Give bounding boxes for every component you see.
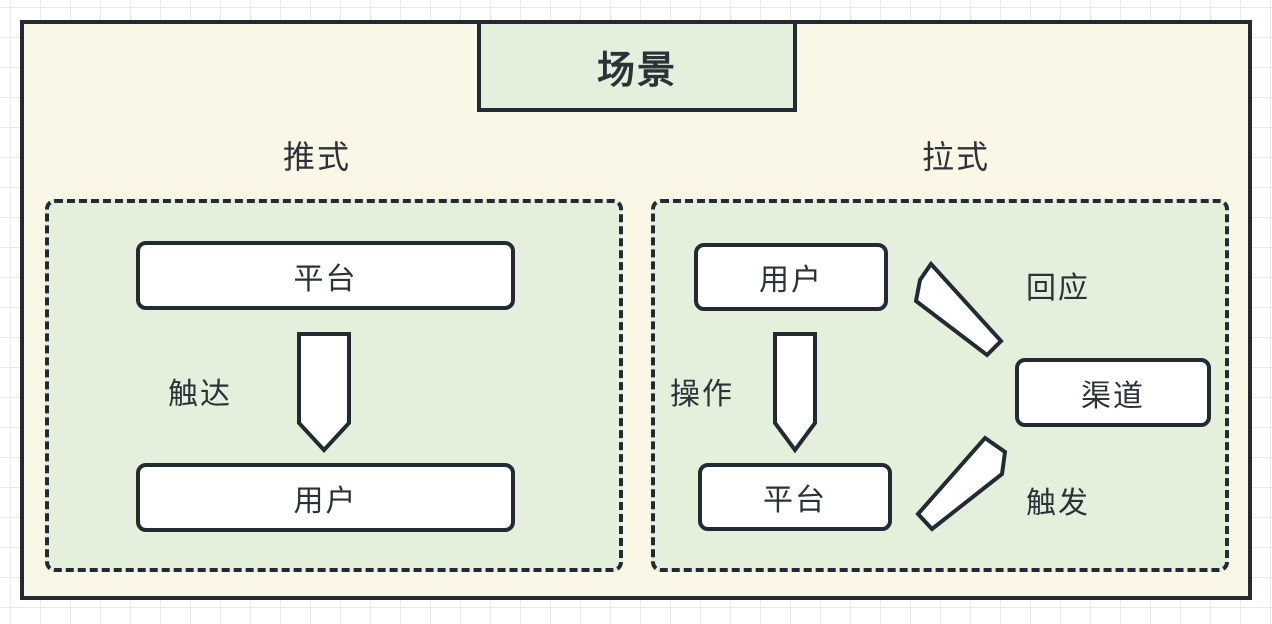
node-push-platform[interactable]: 平台 [136,241,515,310]
edge-label-response: 回应 [1026,271,1090,306]
node-pull-channel[interactable]: 渠道 [1015,358,1211,427]
arrow-trigger-icon [915,435,1008,532]
node-pull-platform[interactable]: 平台 [698,463,892,531]
section-label-pull: 拉式 [922,138,991,176]
node-pull-user[interactable]: 用户 [694,243,888,311]
edge-label-reach: 触达 [168,377,232,412]
section-label-push: 推式 [283,138,352,176]
arrow-down-operate-icon [773,332,817,454]
node-push-user[interactable]: 用户 [136,463,515,532]
edge-label-trigger: 触发 [1026,486,1090,521]
diagram-title: 场景 [477,20,797,112]
arrow-down-reach-icon [297,332,351,453]
edge-label-operate: 操作 [670,377,734,412]
arrow-response-icon [913,260,1004,358]
